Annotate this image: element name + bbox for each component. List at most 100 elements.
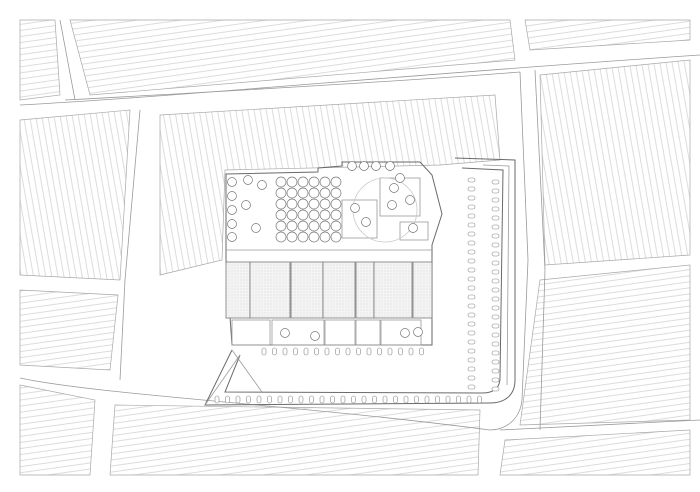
tree <box>347 161 357 171</box>
parking-space <box>214 395 220 404</box>
tree <box>227 232 237 242</box>
parking-space <box>235 395 241 404</box>
tree <box>319 198 331 210</box>
tree <box>400 328 410 338</box>
parking-space <box>467 348 476 354</box>
tree <box>330 176 342 188</box>
block-top-left <box>19 19 61 101</box>
tree <box>297 198 309 210</box>
parking-space <box>467 177 476 183</box>
lower-room-1 <box>231 319 271 346</box>
parking-space <box>467 312 476 318</box>
parking-space <box>491 386 500 392</box>
tree <box>286 176 298 188</box>
parking-space <box>467 258 476 264</box>
tree <box>330 187 342 199</box>
parking-space <box>366 347 372 356</box>
street-top-inner <box>64 71 521 101</box>
tree <box>275 220 287 232</box>
parking-space <box>267 395 272 404</box>
parking-space <box>491 314 500 320</box>
parking-space <box>491 305 500 311</box>
street-bottom-right <box>499 419 700 431</box>
parking-space <box>361 395 367 404</box>
tree <box>275 198 287 210</box>
parking-space <box>303 347 309 356</box>
market-stalls <box>225 261 433 319</box>
tree <box>286 198 298 210</box>
tree <box>297 187 309 199</box>
parking-space <box>491 368 500 374</box>
parking-space <box>491 179 500 185</box>
tree <box>308 209 320 221</box>
tree <box>395 173 405 183</box>
parking-space <box>467 213 476 219</box>
tree <box>286 209 298 221</box>
parking-space <box>467 303 476 309</box>
parking-space <box>491 215 500 221</box>
tree <box>350 203 360 213</box>
tree <box>310 331 320 341</box>
lower-garden-2 <box>324 319 356 346</box>
parking-space <box>467 294 476 300</box>
tree <box>308 198 320 210</box>
tree <box>361 217 371 227</box>
parking-space <box>277 395 283 404</box>
parking-space <box>345 347 351 356</box>
parking-space <box>272 347 277 356</box>
tree <box>308 187 320 199</box>
parking-space <box>491 233 500 239</box>
ring-wing <box>204 349 263 406</box>
courtyard-a <box>341 199 378 239</box>
tree <box>251 223 261 233</box>
tree <box>319 220 331 232</box>
tree <box>286 231 298 243</box>
trees <box>227 161 423 341</box>
parking-space <box>424 395 430 404</box>
parking-space <box>456 395 461 404</box>
block-left-lower <box>19 289 119 371</box>
block-top-right <box>524 19 691 51</box>
parking-space <box>467 195 476 201</box>
market-stall <box>373 261 413 319</box>
streets <box>19 19 700 431</box>
tree <box>297 176 309 188</box>
parking-space <box>351 395 356 404</box>
parking-space <box>491 323 500 329</box>
street-right-outer <box>534 69 546 431</box>
tree <box>275 187 287 199</box>
tree <box>319 209 331 221</box>
courtyard-c <box>399 221 429 241</box>
parking-space <box>414 395 419 404</box>
street-top <box>19 54 700 106</box>
parking-space <box>324 347 330 356</box>
street-bottom <box>19 377 491 431</box>
tree <box>227 177 237 187</box>
parking-space <box>435 395 440 404</box>
tree <box>275 209 287 221</box>
tree <box>227 219 237 229</box>
parking-space <box>261 347 267 356</box>
parking-space <box>467 285 476 291</box>
block-bottom-left <box>19 384 96 476</box>
parking-space <box>408 347 414 356</box>
courtyard-arc <box>352 177 418 243</box>
tree <box>359 161 369 171</box>
market-stall <box>290 261 324 319</box>
parking-space <box>293 347 298 356</box>
parking-space <box>467 366 476 372</box>
parking-space <box>467 276 476 282</box>
market-stall <box>249 261 291 319</box>
lower-garden-1 <box>271 319 325 346</box>
parking-space <box>335 347 340 356</box>
parking-space <box>377 347 382 356</box>
tree <box>308 176 320 188</box>
tree <box>319 176 331 188</box>
parking-space <box>491 224 500 230</box>
tree <box>371 161 381 171</box>
tree <box>408 223 418 233</box>
tree <box>227 205 237 215</box>
market-stall <box>225 261 251 319</box>
parking-spaces <box>214 177 500 404</box>
tree <box>330 198 342 210</box>
